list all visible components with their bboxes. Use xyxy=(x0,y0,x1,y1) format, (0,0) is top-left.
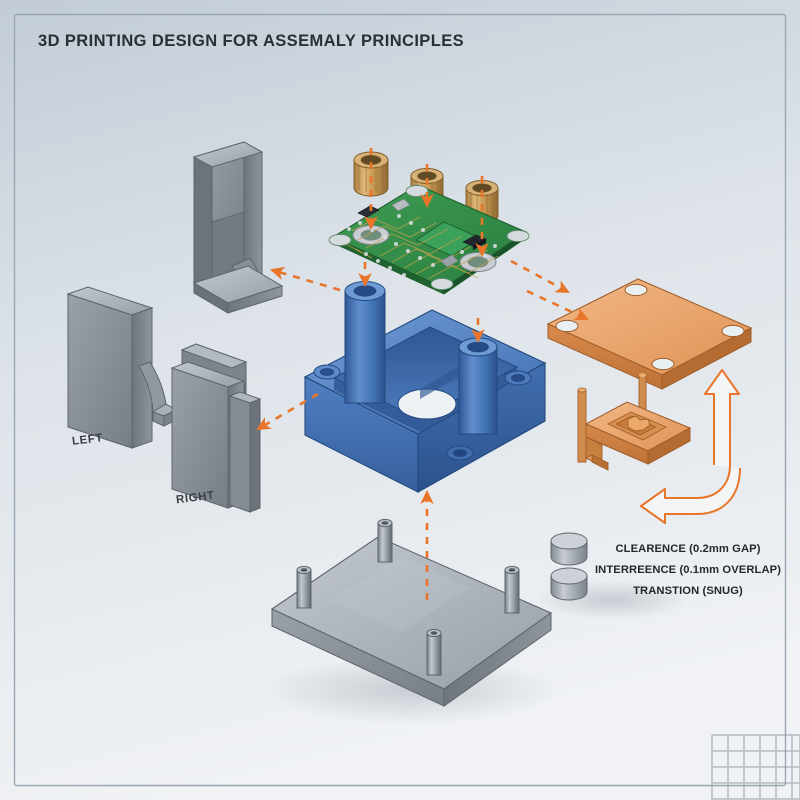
gray-bracket-part xyxy=(192,141,284,314)
legend-item-clearance: CLEARENCE (0.2mm GAP) xyxy=(615,543,761,555)
build-plate-grid xyxy=(711,734,800,800)
snapfit-bracket-part xyxy=(577,387,692,471)
assembly-arrows xyxy=(256,148,589,600)
page-title: 3D PRINTING DESIGN FOR ASSEMALY PRINCIPL… xyxy=(38,32,465,50)
lid-plate-part xyxy=(546,278,753,415)
legend-item-interference: INTERREENCE (0.1mm OVERLAP) xyxy=(594,564,782,576)
right-panel-part xyxy=(170,343,262,513)
cylinder-puck-icon xyxy=(550,567,588,601)
pcb-part xyxy=(328,184,530,295)
arrow-lid-from-pcb xyxy=(510,259,570,294)
left-panel-part xyxy=(66,286,178,449)
fit-tolerance-legend-swatches xyxy=(550,532,588,601)
arrow-snapfit-rotate xyxy=(640,369,741,524)
arrow-lid-from-pcb-2 xyxy=(526,289,589,321)
cylinder-puck-icon xyxy=(550,532,588,566)
arrow-rightpanel-from-enclosure xyxy=(256,392,319,431)
page-frame xyxy=(13,13,787,787)
legend-item-transition: TRANSTION (SNUG) xyxy=(633,585,743,597)
base-plate-part xyxy=(270,518,553,707)
arrow-bracket-from-pcb xyxy=(270,266,341,292)
enclosure-body-part xyxy=(303,281,547,493)
